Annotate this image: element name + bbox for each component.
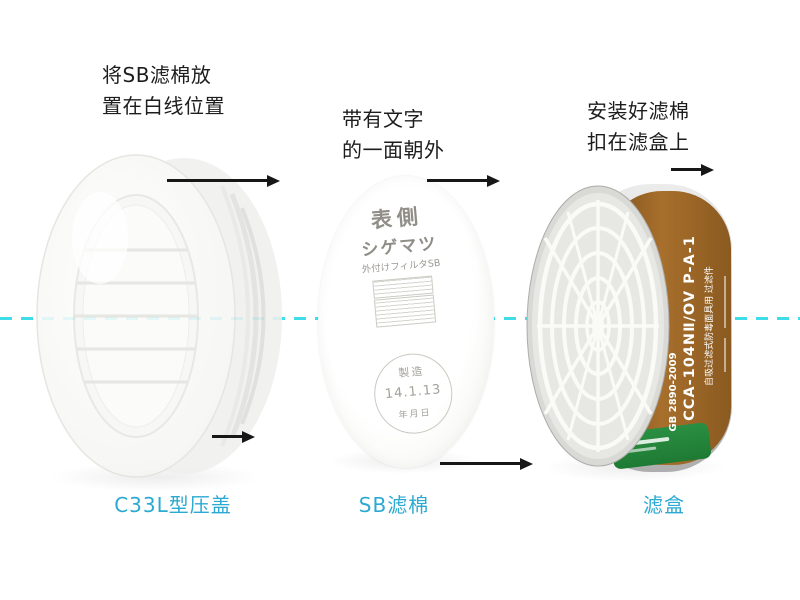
cartridge-fineprint-mark (724, 338, 726, 372)
filter-pad-graphic: 表側 シゲマツ 外付けフィルタSB 製造 14.1.13 年月日 (318, 176, 494, 468)
annotation-attach: 安装好滤棉 扣在滤盒上 (587, 96, 690, 158)
ring-thread (240, 207, 266, 425)
annotation-line: 扣在滤盒上 (587, 130, 690, 154)
cartridge-mesh-center (592, 314, 604, 338)
arrow-to-box-bottom (440, 462, 522, 465)
caption-cap: C33L型压盖 (114, 493, 232, 517)
stamp-label: 製造 (397, 364, 425, 380)
cartridge-graphic: GB 2890-2009 CCA-104NⅡ/OV P-A-1 自吸过滤式防毒面… (526, 184, 732, 472)
ring-thread (229, 193, 259, 439)
cartridge-standard-text: GB 2890-2009 (668, 352, 679, 431)
ring-thread (220, 185, 250, 447)
arrow-to-ring-bottom (212, 435, 244, 438)
annotation-line: 将SB滤棉放 (102, 63, 212, 87)
arrow-to-pad (427, 179, 489, 182)
caption-box: 滤盒 (643, 493, 685, 517)
cartridge-model-text: CCA-104NⅡ/OV P-A-1 (682, 235, 698, 421)
cartridge-fineprint-mark (724, 276, 726, 328)
annotation-text-outward: 带有文字 的一面朝外 (342, 104, 445, 166)
pad-date-stamp: 製造 14.1.13 年月日 (370, 350, 456, 437)
arrow-to-ring-top (167, 179, 269, 182)
annotation-line: 置在白线位置 (102, 94, 225, 118)
stamp-date: 14.1.13 (384, 382, 442, 403)
annotation-line: 安装好滤棉 (587, 99, 690, 123)
stamp-unit: 年月日 (398, 408, 432, 421)
caption-filter: SB滤棉 (358, 493, 430, 517)
annotation-place-filter: 将SB滤棉放 置在白线位置 (102, 60, 225, 122)
annotation-line: 带有文字 (342, 107, 424, 131)
annotation-line: 的一面朝外 (342, 138, 445, 162)
cartridge-usage-text: 自吸过滤式防毒面具用 过滤件 (703, 266, 715, 386)
pad-stamp-box (373, 294, 437, 328)
retainer-ring-graphic (36, 154, 282, 478)
ring-highlight (72, 192, 128, 284)
filter-pad-markings: 表側 シゲマツ 外付けフィルタSB 製造 14.1.13 年月日 (306, 169, 507, 475)
arrow-to-box-top (671, 168, 703, 171)
